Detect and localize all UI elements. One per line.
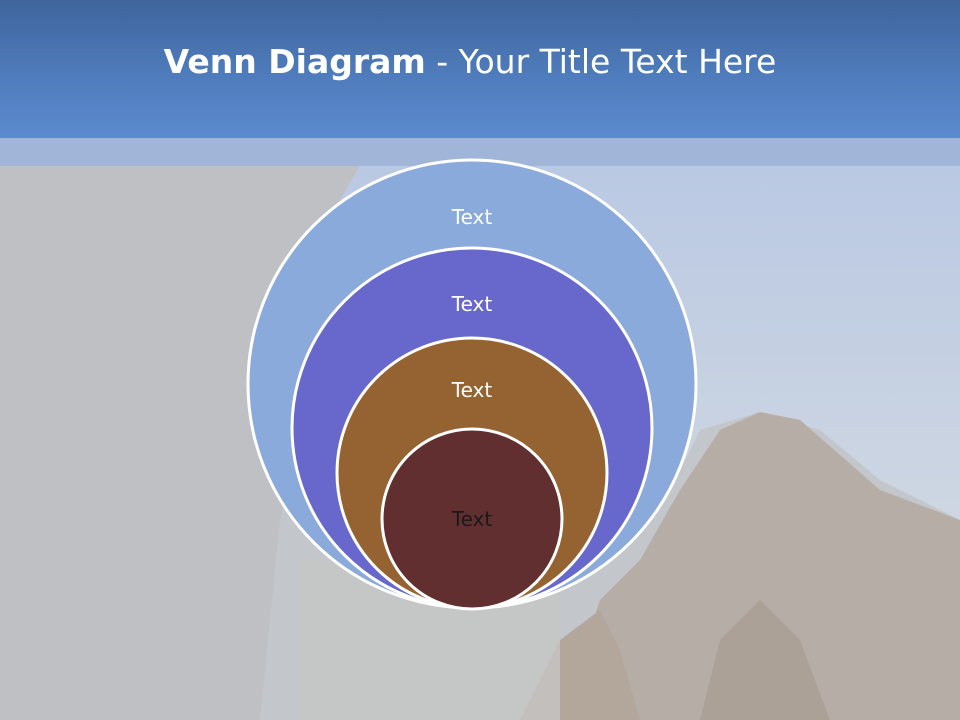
slide-title-bold: Venn Diagram xyxy=(163,42,426,81)
venn-circle-2-label: Text xyxy=(451,292,493,316)
slide-title-rest: - Your Title Text Here xyxy=(425,42,777,81)
title-bar xyxy=(0,0,960,138)
venn-circle-4[interactable] xyxy=(380,427,564,611)
slide-title: Venn Diagram - Your Title Text Here xyxy=(0,40,940,84)
venn-circle-4-label: Text xyxy=(451,507,493,531)
venn-circle-3-label: Text xyxy=(451,378,493,402)
venn-circle-1-label: Text xyxy=(451,205,493,229)
